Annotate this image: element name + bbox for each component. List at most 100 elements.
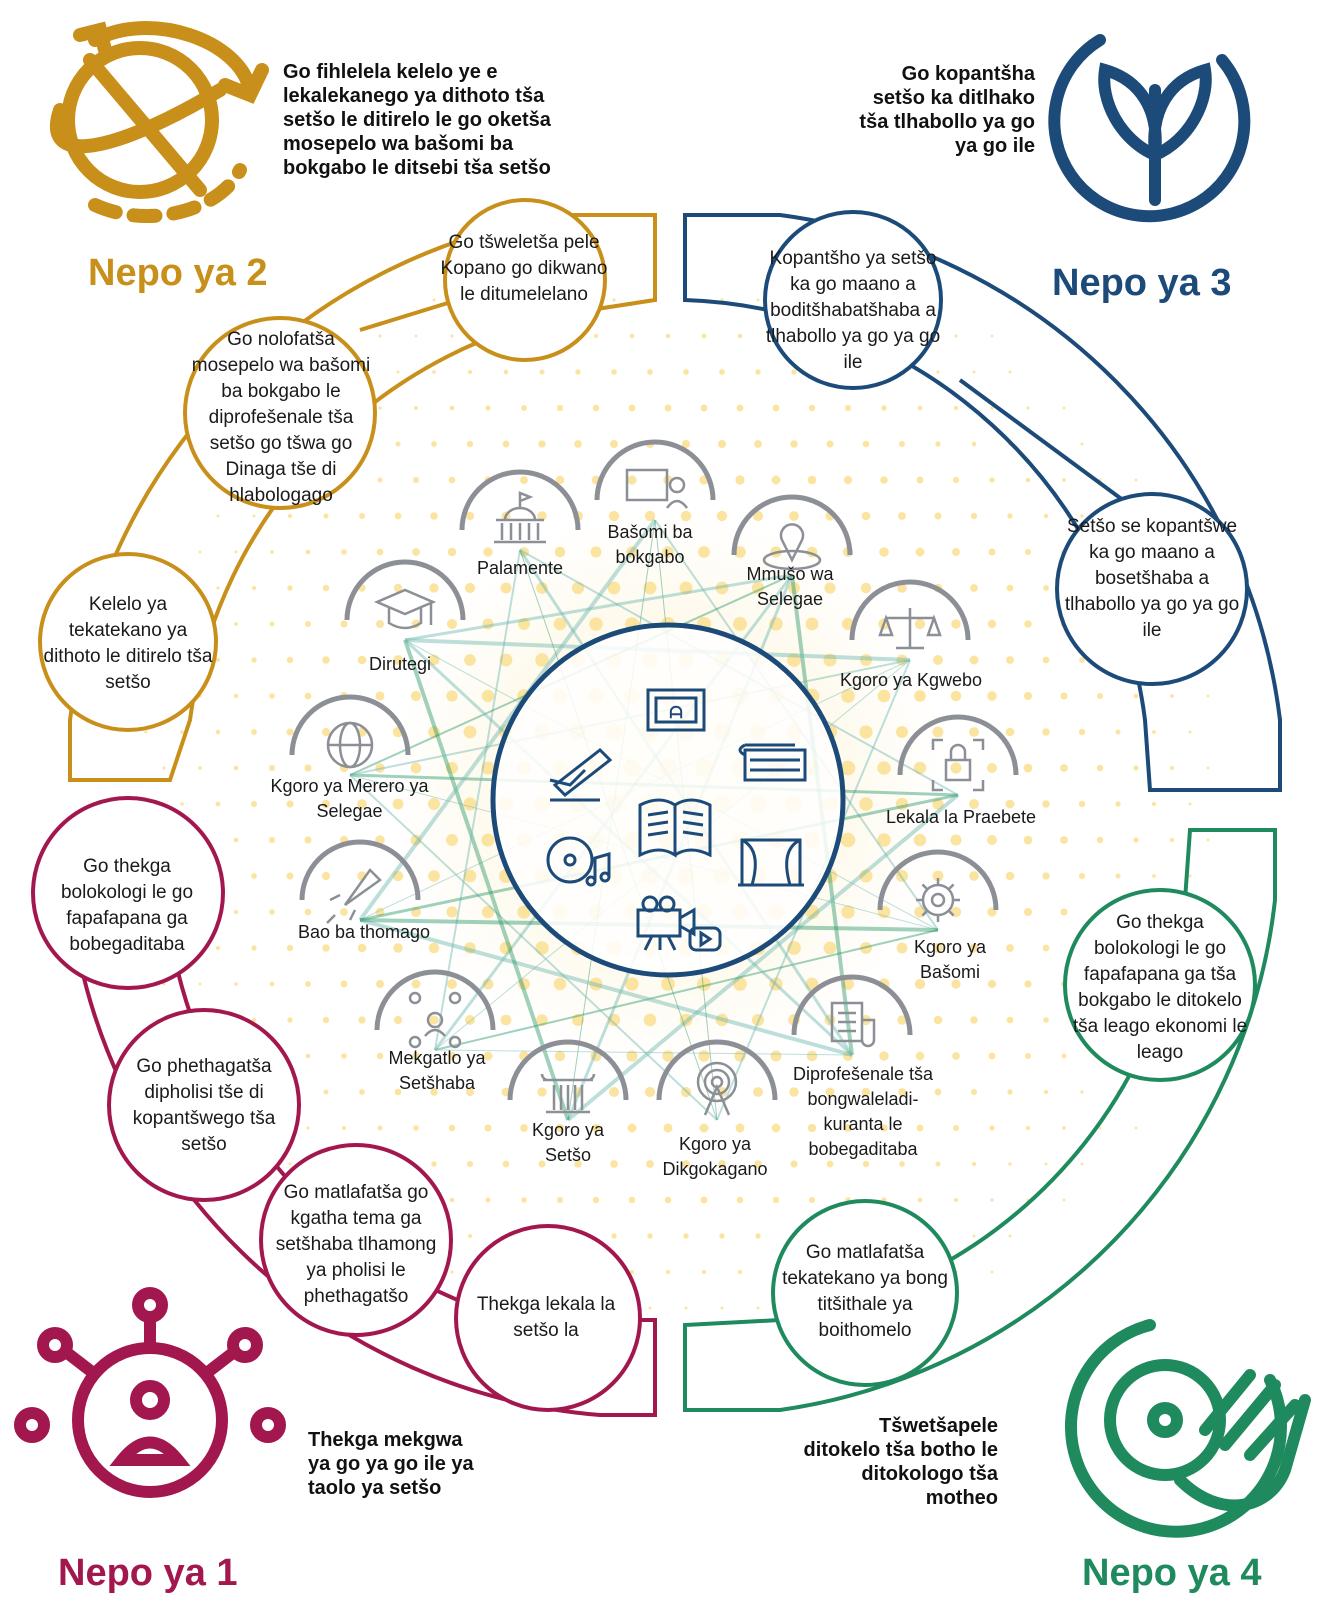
bg-dot: [953, 405, 959, 411]
bg-dot: [466, 1160, 474, 1168]
bg-dot: [1024, 548, 1032, 556]
bg-dot: [304, 908, 312, 916]
bg-dot: [1188, 730, 1192, 734]
bg-dot: [754, 440, 762, 448]
stakeholder-arc: [791, 974, 913, 1036]
rocket-icon: [326, 868, 382, 924]
bg-dot: [555, 475, 565, 485]
bg-dot: [305, 549, 311, 555]
bg-dot: [305, 621, 311, 627]
stakeholder-arc: [656, 1039, 778, 1101]
pillar-2-description: Go fihlelela kelelo ye e lekalekanego ya…: [283, 61, 551, 179]
bg-dot: [394, 512, 402, 520]
bg-dot: [304, 836, 312, 844]
p2-circle-2: [183, 316, 377, 510]
bg-dot: [1115, 729, 1121, 735]
bg-dot: [1062, 478, 1066, 482]
bg-dot: [465, 511, 475, 521]
bg-dot: [396, 370, 400, 374]
bg-dot: [1023, 835, 1033, 845]
bg-dot: [771, 1123, 781, 1133]
bg-dot: [305, 981, 311, 987]
stakeholder-arc: [849, 579, 971, 641]
bg-dot: [701, 1269, 707, 1275]
bg-dot: [556, 404, 564, 412]
bg-dot: [1023, 691, 1033, 701]
bg-dot: [771, 475, 781, 485]
bg-dot: [431, 441, 437, 447]
bg-dot: [825, 1087, 835, 1097]
bg-dot: [969, 943, 979, 953]
bg-dot: [162, 766, 166, 770]
bg-dot: [144, 730, 148, 734]
bg-dot: [880, 476, 888, 484]
bg-dot: [1080, 442, 1084, 446]
stakeholder-label: Kgoro ya Bašomi: [913, 937, 987, 982]
bg-dot: [198, 550, 202, 554]
bg-dot: [1133, 693, 1139, 699]
bg-dot: [358, 1016, 366, 1024]
bg-dot: [1060, 836, 1068, 844]
bg-dot: [932, 654, 944, 666]
bg-dot: [1042, 728, 1050, 736]
bg-dot: [861, 1087, 871, 1097]
bg-dot: [628, 1196, 636, 1204]
bg-dot: [429, 583, 439, 593]
bg-dot: [449, 405, 455, 411]
bg-dot: [592, 404, 600, 412]
bg-dot: [1042, 656, 1050, 664]
bg-dot: [520, 476, 528, 484]
stakeholder-arc: [374, 969, 496, 1031]
bg-dot: [936, 370, 940, 374]
bg-dot: [915, 547, 925, 557]
bg-dot: [413, 477, 419, 483]
bg-dot: [375, 763, 385, 773]
bg-dot: [321, 799, 331, 809]
bg-dot: [449, 1197, 455, 1203]
bg-dot: [917, 1197, 923, 1203]
bg-dot: [1024, 980, 1032, 988]
bg-dot: [843, 475, 853, 485]
bg-dot: [234, 622, 238, 626]
bg-dot: [233, 765, 239, 771]
bg-dot: [180, 730, 184, 734]
bg-dot: [413, 405, 419, 411]
bg-dot: [466, 440, 474, 448]
bg-dot: [234, 982, 238, 986]
bg-dot: [1025, 1053, 1031, 1059]
bg-dot: [950, 762, 962, 774]
bg-dot: [521, 1197, 527, 1203]
bg-dot: [862, 440, 870, 448]
bg-dot: [557, 1197, 563, 1203]
bg-dot: [612, 298, 616, 302]
stakeholder-arcs: [289, 439, 1019, 1101]
bg-dot: [376, 548, 384, 556]
bg-dot: [897, 1015, 907, 1025]
bg-dot: [950, 834, 962, 846]
stakeholder-arc: [299, 839, 421, 901]
bg-dot: [411, 979, 421, 989]
bg-dot: [610, 440, 618, 448]
stakeholder-label: Kgoro ya Kgwebo: [839, 670, 983, 690]
bg-dot: [737, 1269, 743, 1275]
bg-dot: [269, 837, 275, 843]
bg-dot: [933, 1015, 943, 1025]
bg-dot: [971, 441, 977, 447]
bg-dot: [322, 1016, 330, 1024]
bg-dot: [790, 1160, 798, 1168]
stakeholder-arc: [507, 1039, 629, 1101]
stakeholder-label: Bašomi ba bokgabo: [607, 522, 693, 567]
bg-dot: [251, 657, 257, 663]
pillar-1-description: Thekga mekgwa ya go ya go ile ya taolo y…: [308, 1429, 474, 1499]
bg-dot: [990, 406, 994, 410]
bg-dot: [987, 691, 997, 701]
bg-dot: [969, 799, 979, 809]
bg-dot: [665, 333, 671, 339]
bg-dot: [735, 475, 745, 485]
bg-dot: [215, 729, 221, 735]
p2-item-2: Go nolofatša mosepelo wa bašomi ba bokga…: [191, 329, 371, 506]
bg-dot: [1060, 908, 1068, 916]
pillar-1-title: Nepo ya 1: [58, 1552, 238, 1594]
p2-item-3: Kelelo ya tekatekano ya dithoto le ditir…: [43, 594, 213, 693]
bg-dot: [447, 547, 457, 557]
